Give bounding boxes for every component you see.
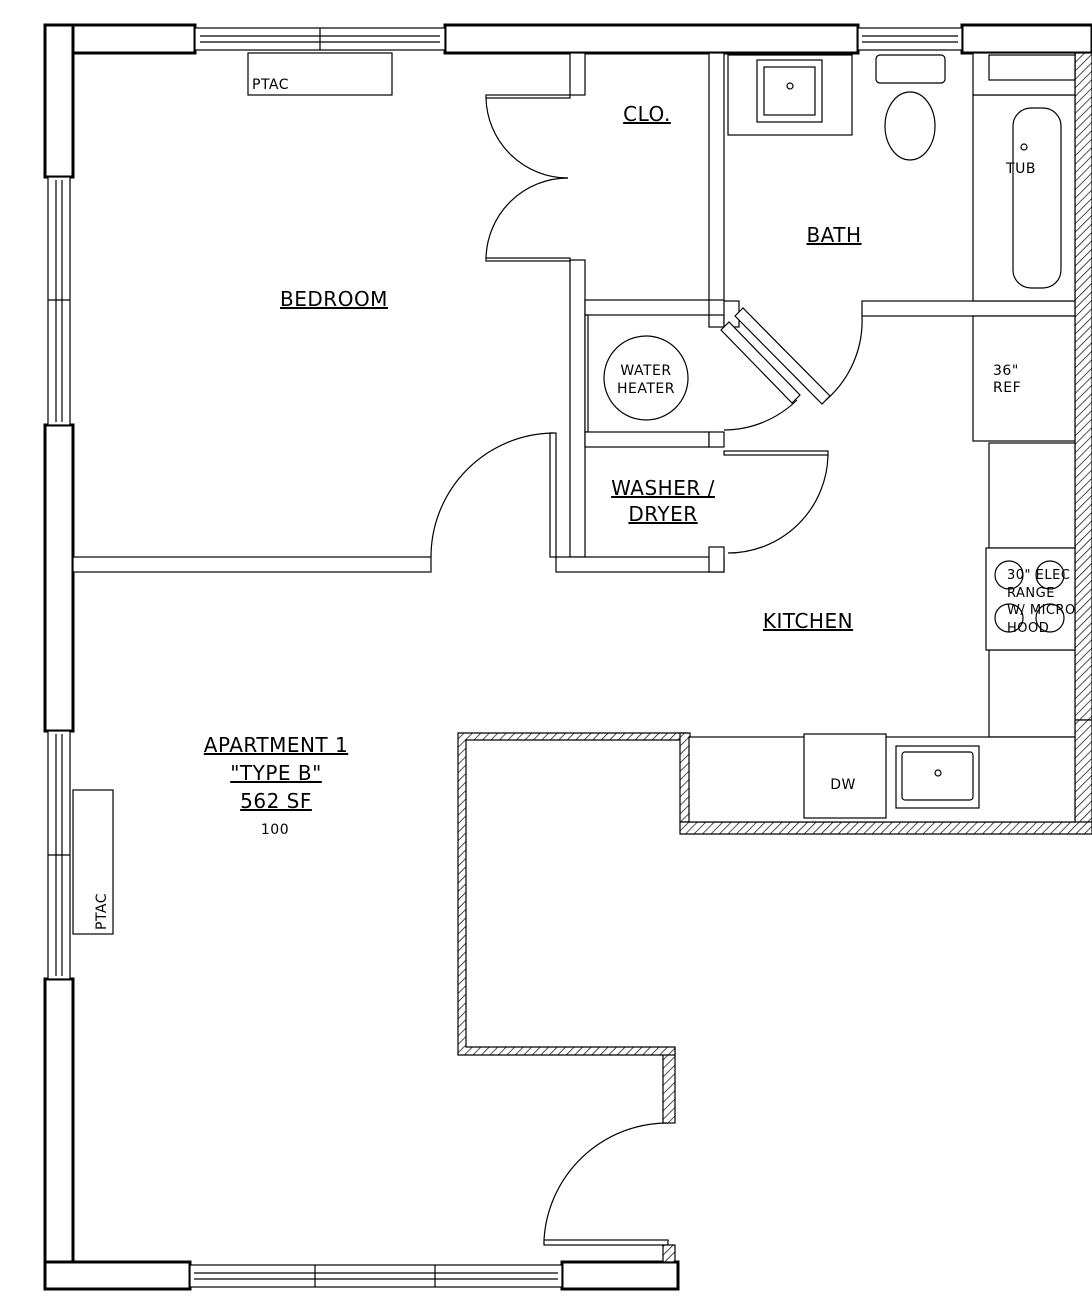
water-heater (603, 335, 689, 421)
window-left-upper (47, 176, 71, 426)
ptac-left (72, 789, 114, 935)
interior-walls (72, 52, 1076, 573)
window-top-left (194, 27, 446, 51)
washer-door (723, 450, 829, 554)
range (985, 547, 1076, 651)
tub-label: TUB (1005, 161, 1036, 177)
ref-label-line2: REF (993, 380, 1021, 396)
window-bottom (189, 1264, 563, 1288)
ptac-left-label: PTAC (94, 893, 110, 930)
apartment-number: 100 (261, 822, 289, 838)
window-left-lower (47, 730, 71, 980)
ptac-top-label: PTAC (252, 77, 289, 93)
window-top-right (857, 27, 963, 51)
range-label-line3: W/ MICRO (1007, 603, 1076, 618)
kitchen-label: KITCHEN (763, 609, 853, 633)
bath-door (734, 307, 863, 405)
exterior-walls (43, 23, 1092, 1291)
dishwasher-label: DW (830, 777, 856, 793)
ptac-top (247, 52, 393, 96)
water-heater-label-line2: HEATER (617, 381, 675, 397)
entry-door (543, 1047, 676, 1263)
bathtub (972, 52, 1076, 302)
range-label-line4: HOOD (1007, 621, 1049, 636)
refrigerator (972, 315, 1076, 442)
range-label-line1: 30" ELEC (1007, 568, 1070, 583)
bath-sink (727, 54, 853, 136)
kitchen-sink (895, 745, 980, 809)
toilet (875, 54, 946, 161)
apartment-type: "TYPE B" (230, 761, 322, 785)
water-heater-label-line1: WATER (620, 363, 671, 379)
bath-label: BATH (806, 223, 861, 247)
water-heater-door (720, 321, 801, 431)
apartment-name: APARTMENT 1 (204, 733, 348, 757)
ref-label-line1: 36" (993, 363, 1019, 379)
bedroom-door (430, 432, 557, 558)
bedroom-label: BEDROOM (280, 287, 388, 311)
dishwasher (803, 733, 887, 819)
range-label-line2: RANGE (1007, 586, 1055, 601)
closet-label: CLO. (623, 102, 671, 126)
washer-label-line1: WASHER / (611, 476, 715, 500)
apartment-area: 562 SF (240, 789, 312, 813)
closet-doors (485, 94, 571, 262)
washer-label-line2: DRYER (628, 502, 697, 526)
